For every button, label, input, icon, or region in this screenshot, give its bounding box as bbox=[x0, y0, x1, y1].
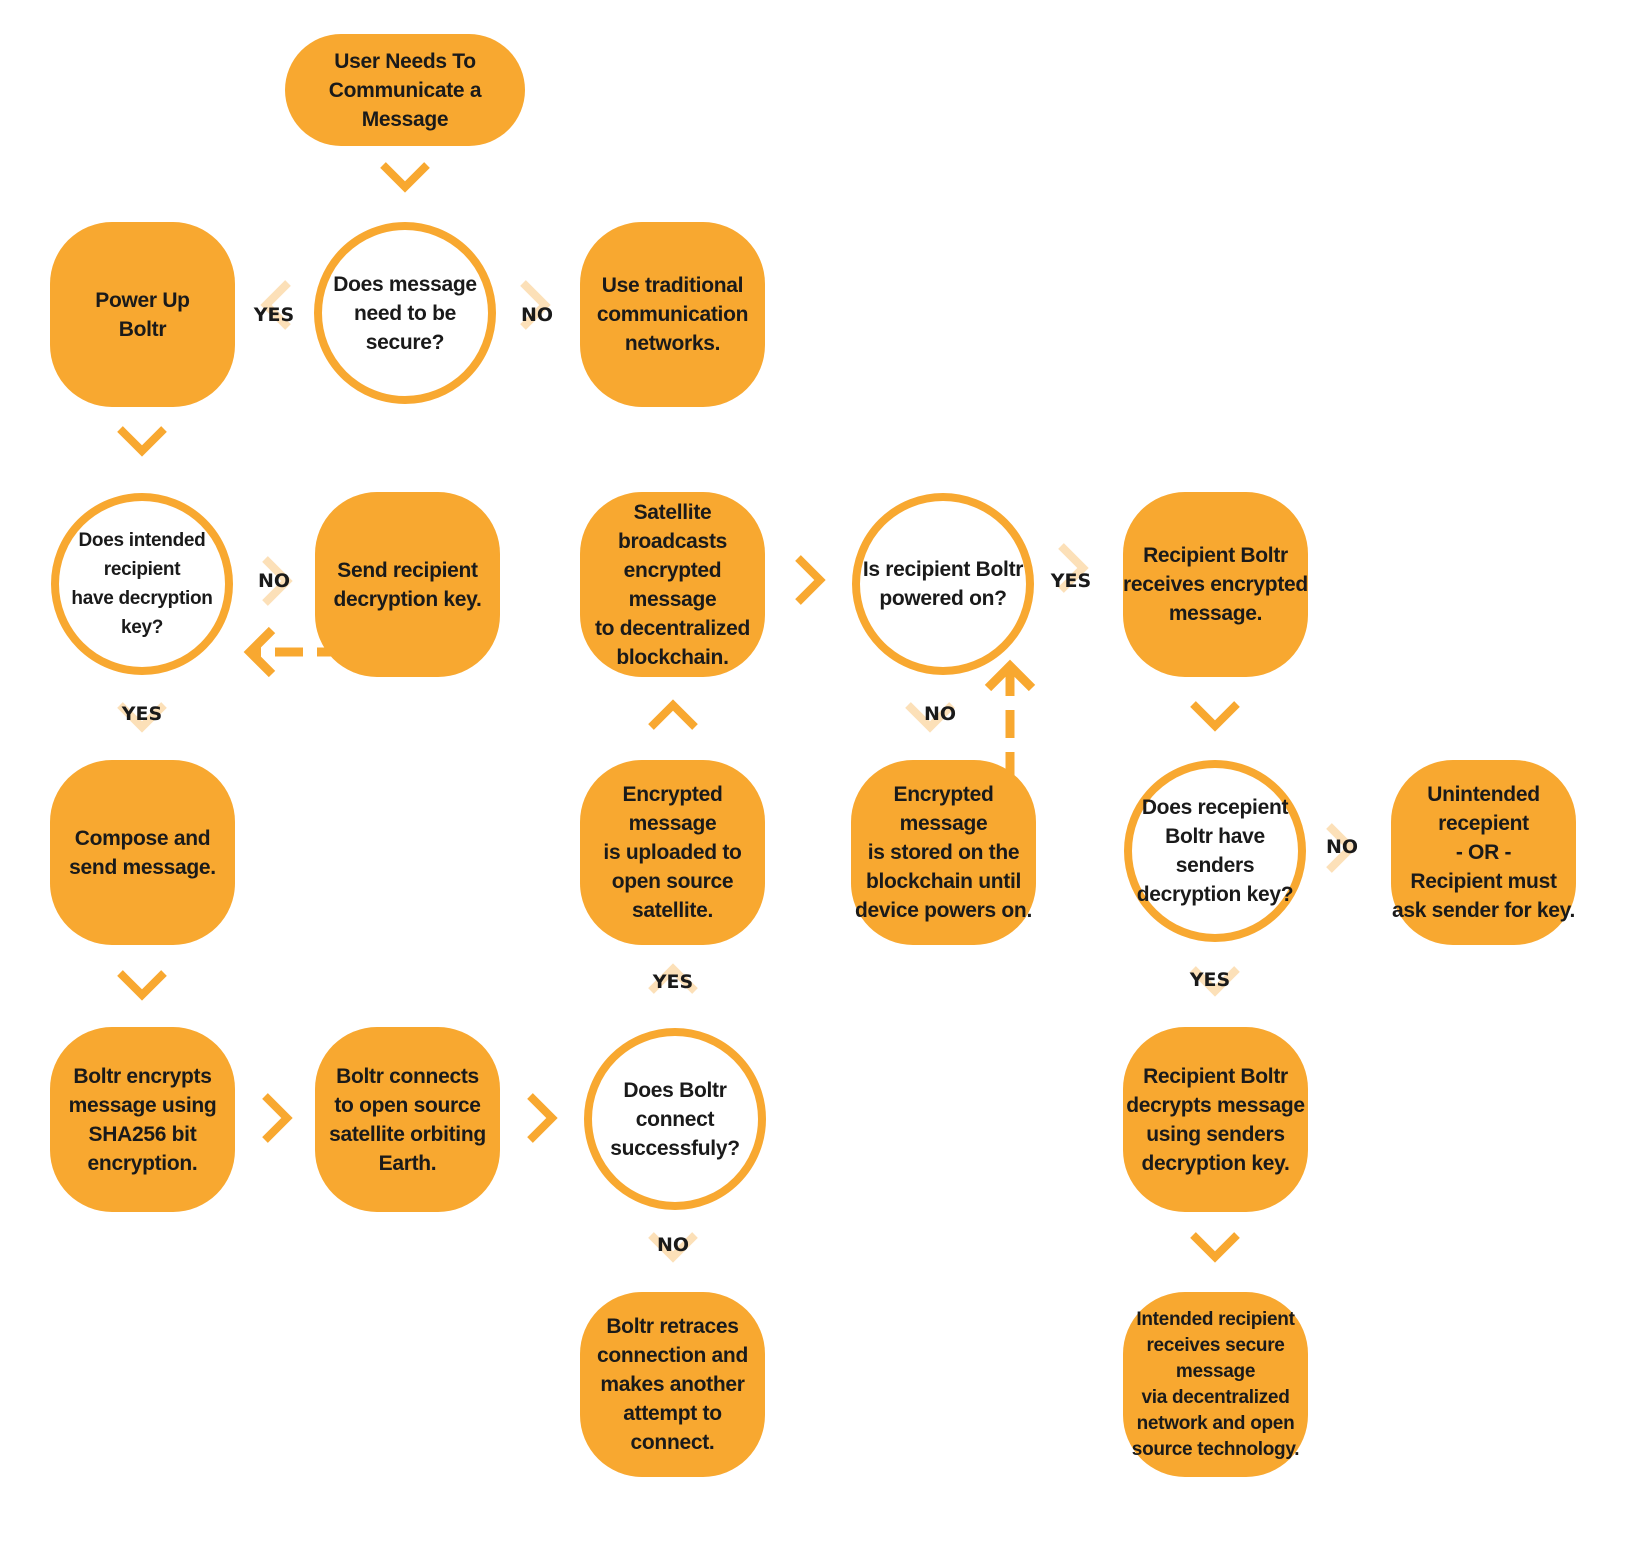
arrow-no-senderkey bbox=[1326, 823, 1357, 873]
label-no-secure: NO bbox=[521, 304, 553, 326]
label-yes-powered: YES bbox=[1050, 570, 1091, 592]
encrypts-node: Boltr encrypts message using SHA256 bit … bbox=[50, 1027, 235, 1212]
arrow-uploaded-to-broadcast bbox=[648, 699, 698, 730]
has-key-decision: Does intended recipient have decryption … bbox=[51, 493, 233, 675]
uploaded-node: Encrypted message is uploaded to open so… bbox=[580, 760, 765, 945]
secure-decision: Does message need to be secure? bbox=[314, 222, 496, 404]
label-yes-senderkey: YES bbox=[1189, 969, 1230, 991]
arrow-no-secure bbox=[520, 280, 551, 330]
arrow-decrypts-to-final bbox=[1190, 1232, 1240, 1263]
dashed-stored-arrowhead bbox=[984, 659, 1036, 692]
connect-decision: Does Boltr connect successfuly? bbox=[584, 1028, 766, 1210]
arrow-no-connect bbox=[648, 1232, 698, 1263]
stored-node: Encrypted message is stored on the block… bbox=[851, 760, 1036, 945]
final-node: Intended recipient receives secure messa… bbox=[1123, 1292, 1308, 1477]
arrow-yes-connect bbox=[648, 963, 698, 994]
arrow-power-to-haskey bbox=[117, 426, 167, 457]
arrow-compose-to-encrypts bbox=[117, 970, 167, 1001]
label-yes-secure: YES bbox=[253, 304, 294, 326]
arrow-no-powered bbox=[905, 702, 955, 733]
retraces-node: Boltr retraces connection and makes anot… bbox=[580, 1292, 765, 1477]
start-node: User Needs To Communicate a Message bbox=[285, 34, 525, 146]
arrow-yes-secure bbox=[260, 280, 291, 330]
satellite-broadcast-node: Satellite broadcasts encrypted message t… bbox=[580, 492, 765, 677]
arrow-yes-haskey bbox=[117, 702, 167, 733]
label-no-senderkey: NO bbox=[1326, 836, 1358, 858]
compose-node: Compose and send message. bbox=[50, 760, 235, 945]
label-yes-haskey: YES bbox=[121, 703, 162, 725]
label-no-connect: NO bbox=[657, 1234, 689, 1256]
arrow-yes-powered bbox=[1058, 543, 1089, 593]
arrow-encrypts-to-connects bbox=[262, 1093, 293, 1143]
traditional-node: Use traditional communication networks. bbox=[580, 222, 765, 407]
label-yes-connect: YES bbox=[652, 971, 693, 993]
send-key-node: Send recipient decryption key. bbox=[315, 492, 500, 677]
decrypts-node: Recipient Boltr decrypts message using s… bbox=[1123, 1027, 1308, 1212]
powered-decision: Is recipient Boltr powered on? bbox=[852, 493, 1034, 675]
sender-key-decision: Does recepient Boltr have senders decryp… bbox=[1124, 760, 1306, 942]
recipient-receives-node: Recipient Boltr receives encrypted messa… bbox=[1123, 492, 1308, 677]
dashed-sendkey-arrowhead bbox=[243, 626, 276, 678]
arrow-no-haskey bbox=[262, 556, 293, 606]
arrow-yes-senderkey bbox=[1190, 966, 1240, 997]
label-no-powered: NO bbox=[924, 703, 956, 725]
power-up-node: Power Up Boltr bbox=[50, 222, 235, 407]
arrow-connects-to-qconnect bbox=[527, 1093, 558, 1143]
unintended-node: Unintended recepient - OR - Recipient mu… bbox=[1391, 760, 1576, 945]
connects-node: Boltr connects to open source satellite … bbox=[315, 1027, 500, 1212]
arrow-broadcast-to-powered bbox=[795, 555, 826, 605]
arrow-receives-to-senderkey bbox=[1190, 701, 1240, 732]
label-no-haskey: NO bbox=[258, 570, 290, 592]
arrow-start-to-secure bbox=[380, 162, 430, 193]
